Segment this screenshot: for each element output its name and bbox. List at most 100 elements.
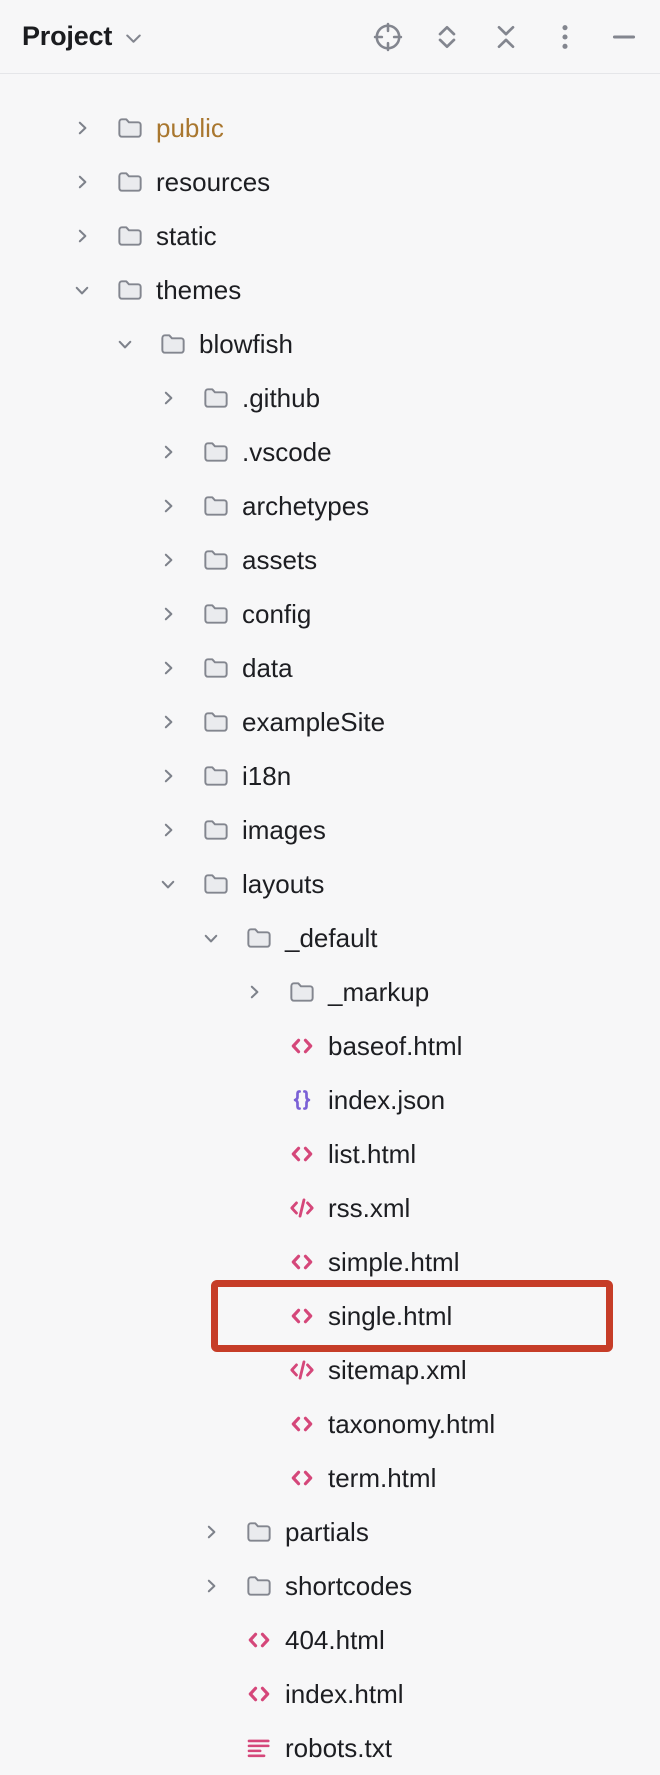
tree-item[interactable]: exampleSite [0,695,660,749]
tree-item[interactable]: .vscode [0,425,660,479]
tree-item-label: resources [156,166,271,197]
tree-item[interactable]: sitemap.xml [0,1343,660,1397]
twisty-spacer [237,1029,271,1063]
tree-item[interactable]: config [0,587,660,641]
folder-icon [115,167,145,197]
chevron-down-icon[interactable] [65,273,99,307]
tree-item-label: layouts [242,868,325,899]
tree-item-label: public [156,112,224,143]
chevron-right-icon[interactable] [151,759,185,793]
xml-file-icon [287,1355,317,1385]
tree-item[interactable]: themes [0,263,660,317]
chevron-right-icon[interactable] [237,975,271,1009]
tree-item[interactable]: _markup [0,965,660,1019]
tree-item-label: images [242,814,326,845]
tree-item[interactable]: baseof.html [0,1019,660,1073]
chevron-right-icon[interactable] [194,1569,228,1603]
tree-item-label: sitemap.xml [328,1354,467,1385]
tree-item-label: shortcodes [285,1570,413,1601]
tree-item[interactable]: 404.html [0,1613,660,1667]
panel-title: Project [22,21,113,51]
folder-icon [201,599,231,629]
tree-item[interactable]: archetypes [0,479,660,533]
twisty-spacer [237,1191,271,1225]
tree-item[interactable]: blowfish [0,317,660,371]
tree-item[interactable]: index.html [0,1667,660,1721]
tree-item-label: simple.html [328,1246,460,1277]
chevron-right-icon[interactable] [151,705,185,739]
tree-item-label: blowfish [199,328,293,359]
tree-item[interactable]: i18n [0,749,660,803]
tree-item[interactable]: single.html [0,1289,660,1343]
tree-item[interactable]: resources [0,155,660,209]
html-file-icon [287,1409,317,1439]
tree-item[interactable]: index.json [0,1073,660,1127]
chevron-right-icon[interactable] [151,597,185,631]
tree-item[interactable]: shortcodes [0,1559,660,1613]
tree-item[interactable]: simple.html [0,1235,660,1289]
tree-item-label: exampleSite [242,706,386,737]
text-file-icon [244,1733,274,1763]
chevron-right-icon[interactable] [65,219,99,253]
hide-panel-button[interactable] [607,20,641,54]
tree-item[interactable]: term.html [0,1451,660,1505]
json-file-icon [287,1085,317,1115]
tree-item-label: term.html [328,1462,437,1493]
project-view-dropdown[interactable]: Project [22,21,146,52]
tree-item[interactable]: .github [0,371,660,425]
chevron-right-icon[interactable] [65,111,99,145]
twisty-spacer [194,1677,228,1711]
tree-item[interactable]: taxonomy.html [0,1397,660,1451]
folder-icon [201,815,231,845]
chevron-down-icon[interactable] [151,867,185,901]
folder-icon [158,329,188,359]
tree-item-label: assets [242,544,318,575]
html-file-icon [287,1463,317,1493]
chevron-right-icon[interactable] [151,489,185,523]
chevron-right-icon[interactable] [151,381,185,415]
locate-file-button[interactable] [371,20,405,54]
collapse-all-button[interactable] [489,20,523,54]
tree-item[interactable]: public [0,101,660,155]
expand-all-icon [430,20,464,54]
tree-item[interactable]: list.html [0,1127,660,1181]
tree-item[interactable]: partials [0,1505,660,1559]
tree-item-label: 404.html [285,1624,385,1655]
chevron-right-icon[interactable] [151,813,185,847]
chevron-right-icon[interactable] [65,165,99,199]
folder-icon [115,113,145,143]
chevron-right-icon[interactable] [151,651,185,685]
chevron-right-icon[interactable] [151,435,185,469]
tree-item-label: .github [242,382,321,413]
tree-item[interactable]: rss.xml [0,1181,660,1235]
tree-item[interactable]: data [0,641,660,695]
tree-item-label: index.json [328,1084,446,1115]
tree-item[interactable]: images [0,803,660,857]
twisty-spacer [237,1299,271,1333]
tree-item[interactable]: assets [0,533,660,587]
html-file-icon [287,1247,317,1277]
chevron-down-icon[interactable] [108,327,142,361]
expand-all-button[interactable] [430,20,464,54]
tree-item[interactable]: robots.txt [0,1721,660,1775]
chevron-right-icon[interactable] [151,543,185,577]
folder-icon [287,977,317,1007]
tree-item-label: themes [156,274,242,305]
folder-icon [244,923,274,953]
chevron-right-icon[interactable] [194,1515,228,1549]
twisty-spacer [194,1731,228,1765]
chevron-down-icon[interactable] [194,921,228,955]
target-icon [371,20,405,54]
folder-icon [201,761,231,791]
tree-item[interactable]: _default [0,911,660,965]
html-file-icon [244,1625,274,1655]
toolbar-actions [371,20,641,54]
tree-item[interactable]: layouts [0,857,660,911]
folder-icon [244,1571,274,1601]
more-options-button[interactable] [548,20,582,54]
xml-file-icon [287,1193,317,1223]
tree-item-label: data [242,652,293,683]
tree-item-label: _markup [328,976,430,1007]
folder-icon [201,707,231,737]
tree-item[interactable]: static [0,209,660,263]
